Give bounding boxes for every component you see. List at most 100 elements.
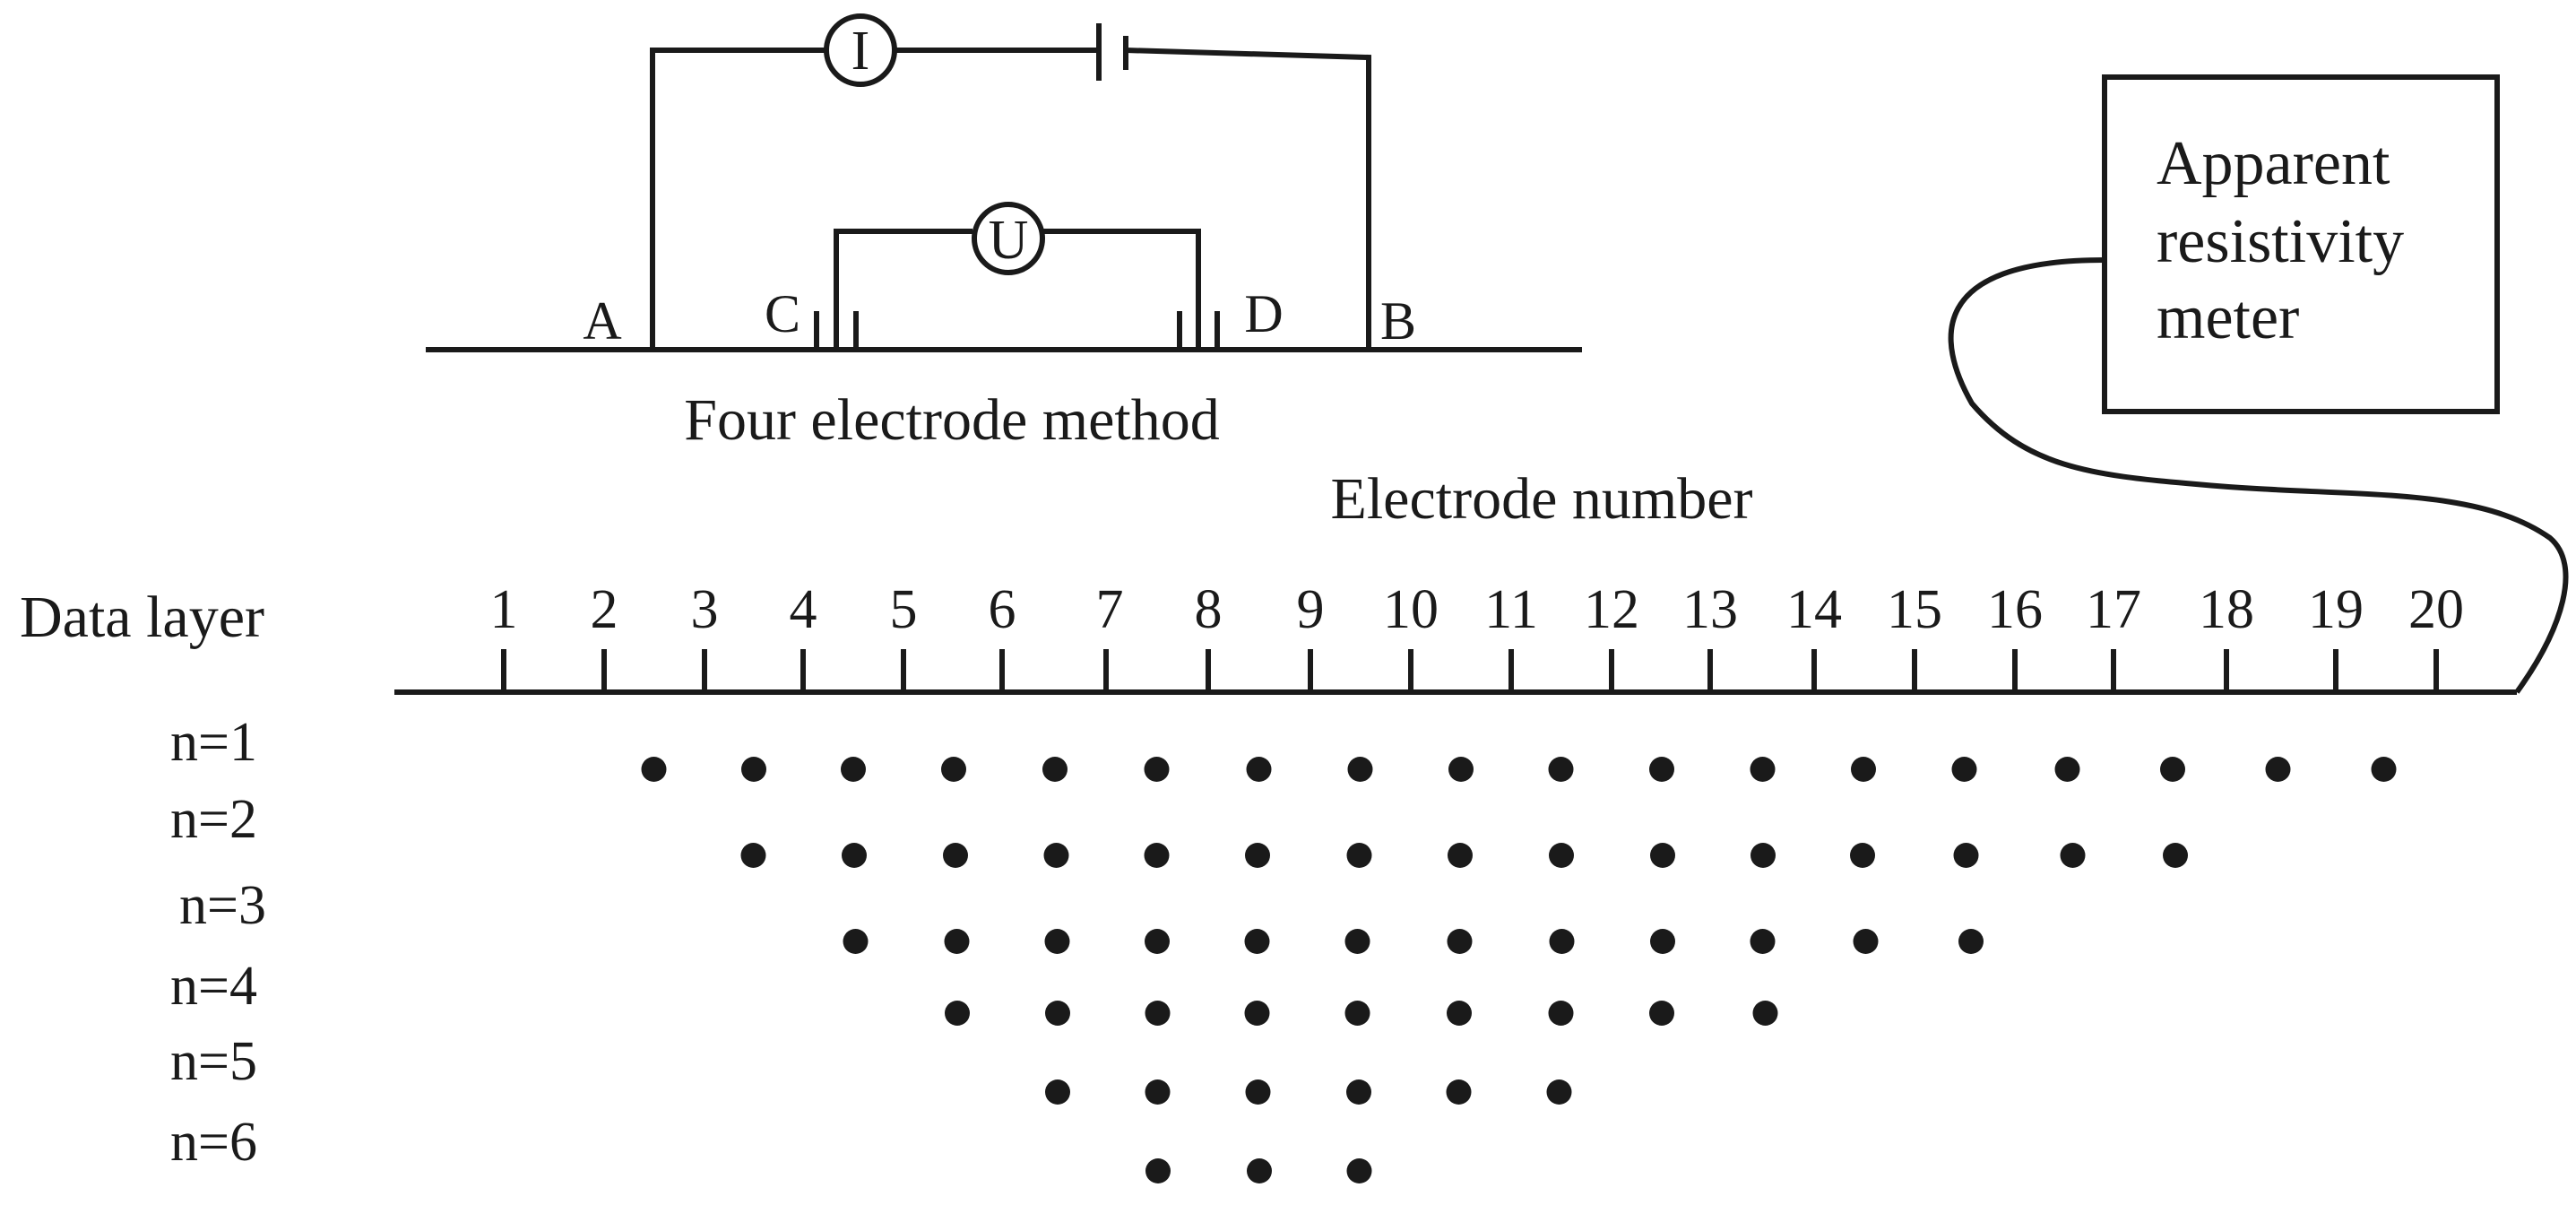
- electrode-number-1: 1: [490, 579, 518, 640]
- data-point-n3-9: [1650, 929, 1675, 954]
- layer-labels: n=1n=2n=3n=4n=5n=6: [170, 712, 266, 1173]
- data-point-n2-11: [1750, 843, 1776, 868]
- electrode-label-d: D: [1244, 284, 1283, 343]
- axis-title: Electrode number: [1331, 466, 1753, 532]
- data-point-n3-5: [1244, 929, 1270, 954]
- data-point-n6-3: [1346, 1158, 1372, 1183]
- data-point-n3-10: [1750, 929, 1776, 954]
- data-point-n1-12: [1750, 757, 1776, 782]
- electrode-label-b: B: [1380, 291, 1416, 351]
- electrode-number-7: 7: [1096, 579, 1124, 640]
- data-point-n1-16: [2160, 757, 2185, 782]
- data-point-n3-4: [1145, 929, 1170, 954]
- data-point-n3-1: [843, 929, 869, 954]
- data-point-n1-14: [1951, 757, 1977, 782]
- data-point-n6-1: [1145, 1158, 1171, 1183]
- electrode-number-8: 8: [1195, 579, 1223, 640]
- data-point-n1-6: [1144, 757, 1170, 782]
- data-point-n1-13: [1851, 757, 1876, 782]
- data-point-n3-11: [1853, 929, 1879, 954]
- data-point-n1-8: [1347, 757, 1373, 782]
- electrode-number-12: 12: [1584, 579, 1639, 640]
- meter-cable: [1948, 257, 2569, 694]
- data-point-n3-12: [1958, 929, 1984, 954]
- electrode-number-14: 14: [1786, 579, 1842, 640]
- data-point-n3-3: [1044, 929, 1070, 954]
- data-point-n3-8: [1549, 929, 1575, 954]
- data-point-n2-10: [1650, 843, 1675, 868]
- electrode-number-9: 9: [1297, 579, 1325, 640]
- layer-label-n2: n=2: [170, 789, 257, 850]
- data-point-n5-4: [1346, 1079, 1371, 1105]
- data-point-n2-5: [1144, 843, 1170, 868]
- electrode-ticks: [501, 649, 2439, 692]
- electrode-number-2: 2: [591, 579, 618, 640]
- data-point-n1-15: [2054, 757, 2080, 782]
- current-meter-label: I: [851, 21, 870, 82]
- electrode-number-18: 18: [2199, 579, 2254, 640]
- meter-box: Apparent resistivity meter: [2102, 74, 2500, 414]
- potential-wire-left: [834, 229, 972, 341]
- data-point-n2-6: [1245, 843, 1270, 868]
- layer-label-n1: n=1: [170, 712, 257, 773]
- electrode-number-13: 13: [1682, 579, 1738, 640]
- data-point-n1-11: [1649, 757, 1674, 782]
- current-wire-left: [650, 48, 825, 350]
- data-point-n5-2: [1145, 1079, 1171, 1105]
- data-point-n1-4: [941, 757, 966, 782]
- data-point-n4-2: [1045, 1001, 1070, 1026]
- layer-label-n6: n=6: [170, 1112, 257, 1173]
- row-label: Data layer: [20, 585, 264, 650]
- circuit-caption: Four electrode method: [684, 387, 1219, 453]
- data-point-n1-18: [2371, 757, 2397, 782]
- voltage-meter-icon: [972, 202, 1045, 275]
- data-point-n1-3: [841, 757, 866, 782]
- data-point-n1-17: [2265, 757, 2291, 782]
- data-point-n1-7: [1246, 757, 1272, 782]
- data-point-n1-1: [641, 757, 667, 782]
- electrode-number-11: 11: [1484, 579, 1538, 640]
- data-point-n2-12: [1850, 843, 1875, 868]
- electrode-number-3: 3: [691, 579, 719, 640]
- data-point-n3-7: [1447, 929, 1473, 954]
- electrode-number-10: 10: [1383, 579, 1439, 640]
- meter-line-2: resistivity: [2157, 207, 2404, 276]
- data-point-n4-7: [1548, 1001, 1574, 1026]
- data-point-n4-4: [1244, 1001, 1270, 1026]
- data-point-n5-6: [1546, 1079, 1572, 1105]
- meter-line-3: meter: [2157, 283, 2299, 352]
- four-electrode-circuit: I U A C D B Four electrode method: [426, 13, 1582, 453]
- data-point-n2-15: [2163, 843, 2188, 868]
- data-point-n6-2: [1247, 1158, 1272, 1183]
- meter-line-1: Apparent: [2157, 129, 2390, 198]
- current-wire-right: [1125, 48, 1371, 350]
- data-point-n2-8: [1448, 843, 1473, 868]
- data-point-n3-2: [944, 929, 970, 954]
- data-point-n2-7: [1346, 843, 1372, 868]
- data-point-n4-1: [945, 1001, 970, 1026]
- electrode-number-5: 5: [890, 579, 918, 640]
- electrode-number-4: 4: [790, 579, 817, 640]
- electrode-number-20: 20: [2408, 579, 2464, 640]
- data-point-n4-9: [1752, 1001, 1778, 1026]
- data-point-n4-8: [1649, 1001, 1674, 1026]
- voltage-meter-label: U: [989, 210, 1029, 271]
- electrode-number-19: 19: [2308, 579, 2364, 640]
- layer-label-n3: n=3: [179, 875, 266, 936]
- data-point-n2-2: [842, 843, 867, 868]
- electrode-label-a: A: [583, 291, 621, 351]
- electrode-label-c: C: [765, 284, 800, 343]
- data-point-n3-6: [1344, 929, 1370, 954]
- data-point-n2-9: [1549, 843, 1574, 868]
- data-point-n2-4: [1043, 843, 1069, 868]
- data-point-n2-13: [1953, 843, 1979, 868]
- layer-points: [641, 757, 2397, 1183]
- electrode-number-17: 17: [2086, 579, 2141, 640]
- data-point-n5-1: [1045, 1079, 1070, 1105]
- data-point-n4-3: [1145, 1001, 1171, 1026]
- data-point-n5-3: [1245, 1079, 1271, 1105]
- electrode-stubs: [814, 305, 1220, 350]
